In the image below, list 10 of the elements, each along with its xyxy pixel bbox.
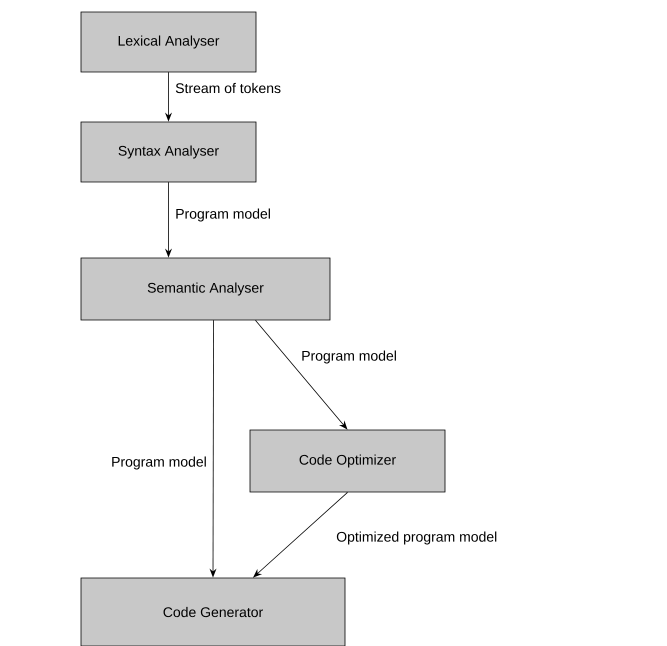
edge-label: Program model xyxy=(110,455,208,471)
edge-label: Program model xyxy=(174,207,272,223)
process-box: Code Optimizer xyxy=(250,430,446,492)
edge-label: Program model xyxy=(300,349,398,365)
process-box: Code Generator xyxy=(80,578,346,646)
process-box: Lexical Analyser xyxy=(80,12,256,72)
edge-label: Stream of tokens xyxy=(174,82,282,94)
process-box: Syntax Analyser xyxy=(80,122,256,182)
edge-label: Optimized program model xyxy=(335,530,498,546)
process-box: Semantic Analyser xyxy=(80,258,330,320)
